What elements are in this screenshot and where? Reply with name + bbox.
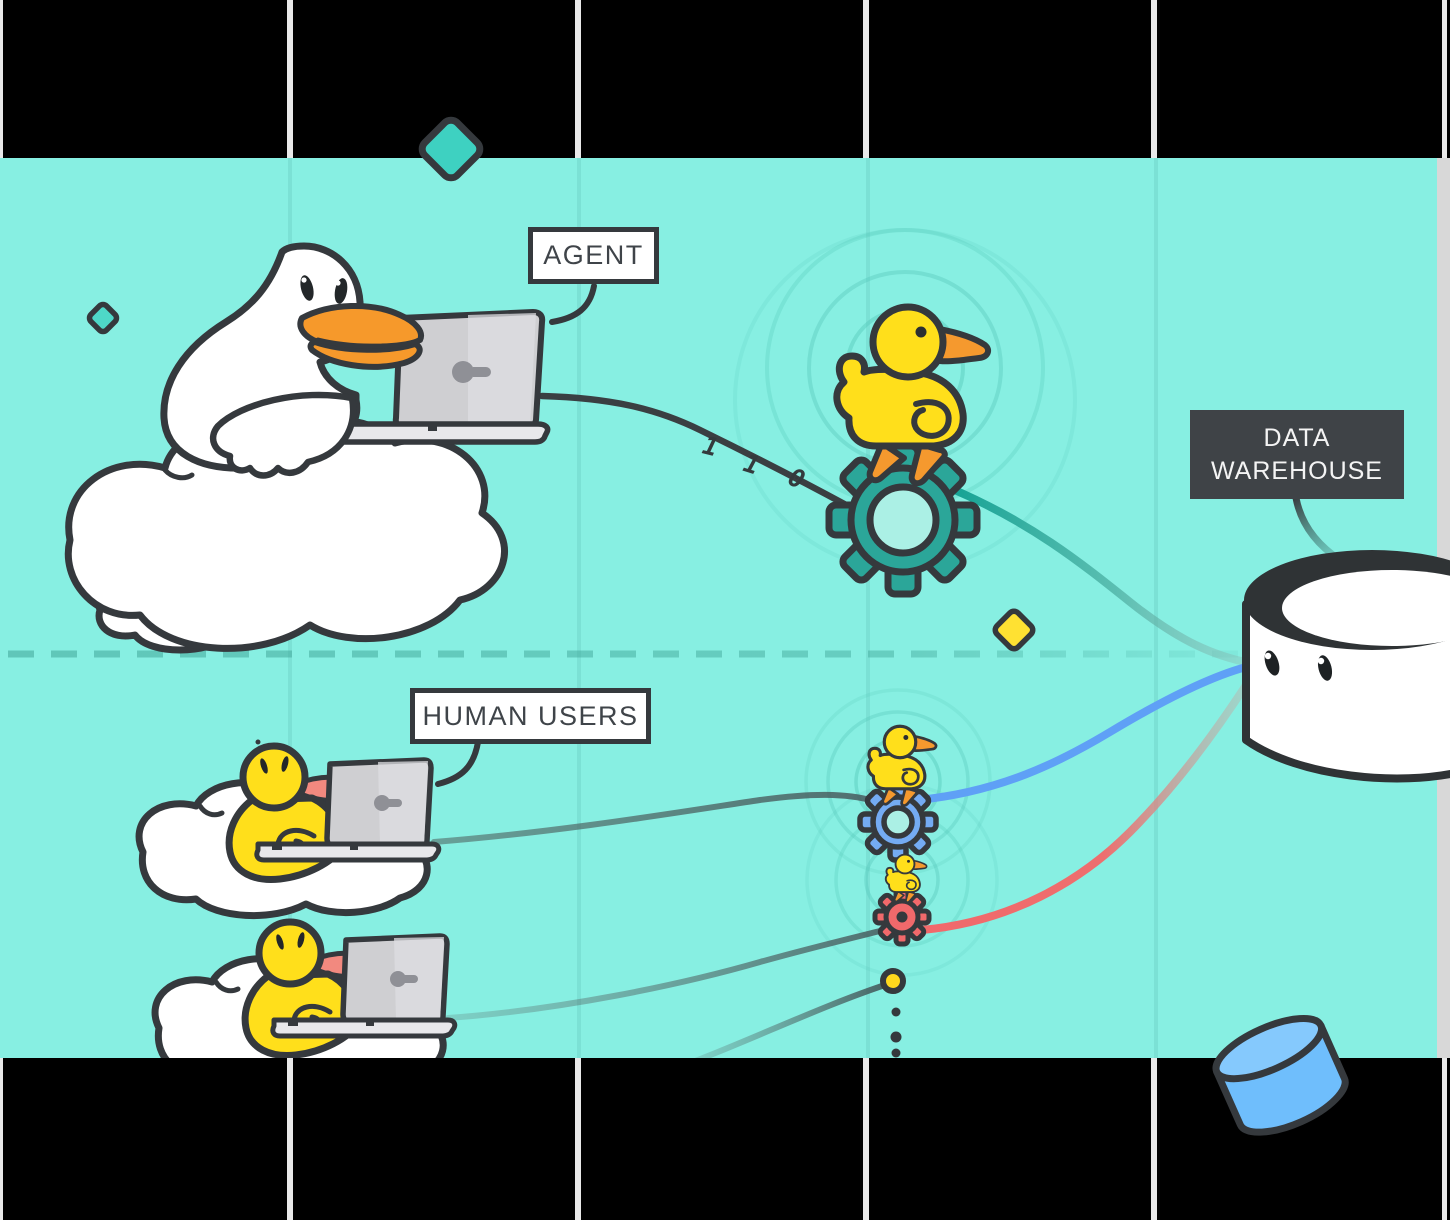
agent-laptop xyxy=(317,309,551,445)
top-bar xyxy=(0,0,1450,158)
teal-diamond-small xyxy=(86,301,120,335)
goose-beak xyxy=(297,302,424,370)
human-users-label: HUMAN USERS xyxy=(410,688,651,744)
user1-line xyxy=(431,791,877,845)
human-users-label-text: HUMAN USERS xyxy=(422,700,639,731)
blue-cylinder xyxy=(1212,1015,1349,1136)
data-line-red xyxy=(918,678,1252,934)
gear-teal xyxy=(825,442,981,598)
gear-red xyxy=(872,887,932,947)
teal-diamond-large xyxy=(418,116,484,182)
agent-label-text: AGENT xyxy=(543,240,644,270)
human-label-connector xyxy=(435,739,481,787)
yellow-diamond xyxy=(992,608,1036,652)
bottom-bar xyxy=(0,1058,1450,1220)
gear-blue xyxy=(857,781,939,863)
yellow-dot xyxy=(880,968,906,994)
warehouse-opening xyxy=(1282,570,1450,646)
goose-arm xyxy=(209,391,357,479)
dot-trail xyxy=(880,968,906,1058)
laptop-logo xyxy=(452,361,474,383)
agent-label: AGENT xyxy=(528,227,659,284)
agent-label-connector xyxy=(549,283,597,325)
user2-line xyxy=(445,926,891,1021)
data-line-blue xyxy=(914,662,1254,804)
data-warehouse-cylinder xyxy=(1242,550,1450,783)
data-line-agent xyxy=(538,392,852,510)
data-line-teal xyxy=(946,484,1254,667)
data-warehouse-label-text: DATA WAREHOUSE xyxy=(1211,423,1383,485)
data-warehouse-label: DATA WAREHOUSE xyxy=(1190,410,1404,499)
